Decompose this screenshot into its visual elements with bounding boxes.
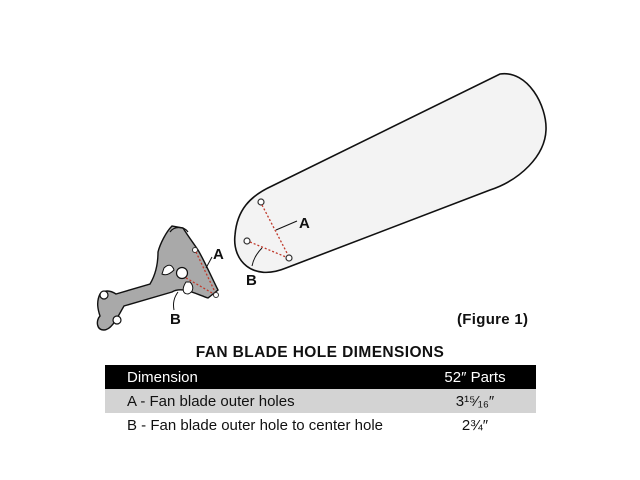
table-header-row: Dimension 52″ Parts (105, 365, 536, 389)
bracket-b-leader (173, 291, 179, 311)
table-row: A - Fan blade outer holes 3¹⁵⁄₁₆″ (105, 389, 536, 413)
bracket-label-a: A (213, 246, 224, 263)
dimensions-table: Dimension 52″ Parts A - Fan blade outer … (105, 365, 536, 437)
table-title: FAN BLADE HOLE DIMENSIONS (195, 344, 445, 361)
blade-hole-bottom (285, 254, 293, 262)
bracket-label-b: B (170, 311, 181, 328)
header-parts: 52″ Parts (444, 368, 506, 386)
fan-blade-diagram: A B A B (96, 73, 547, 331)
blade-hole-left (243, 237, 251, 245)
bracket-a-leader (205, 256, 213, 269)
blade-bracket (96, 225, 219, 331)
blade-hole-top (257, 198, 265, 206)
bracket-dimension-b-line (185, 277, 215, 295)
blade-dimension-b-line (249, 241, 287, 258)
row-value: 2¾″ (461, 416, 489, 434)
row-dimension: B - Fan blade outer hole to center hole (127, 416, 383, 434)
blade-a-leader (275, 220, 298, 231)
table-row: B - Fan blade outer hole to center hole … (105, 413, 536, 437)
blade-label-a: A (299, 215, 310, 232)
blade-dimension-a-line (261, 204, 289, 256)
row-dimension: A - Fan blade outer holes (127, 392, 295, 410)
figure-caption: (Figure 1) (457, 311, 529, 328)
bracket-dimension-a-line (195, 251, 216, 293)
blade-label-b: B (246, 272, 257, 289)
fan-blade (233, 73, 547, 274)
blade-b-leader (251, 247, 263, 267)
header-dimension: Dimension (127, 368, 198, 386)
row-value: 3¹⁵⁄₁₆″ (455, 392, 495, 410)
